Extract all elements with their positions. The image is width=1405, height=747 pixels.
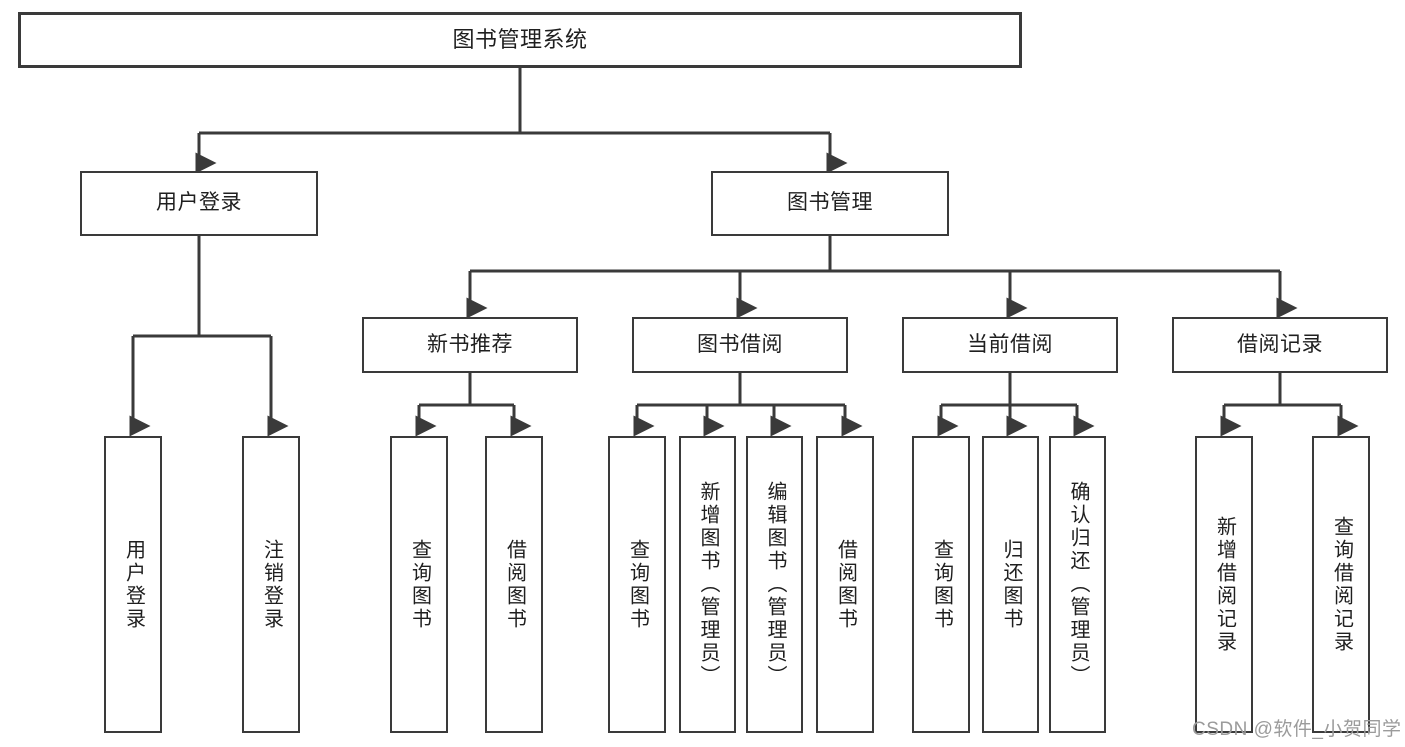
node-label: 用户登录 [122, 538, 145, 631]
node-label: 借阅记录 [1237, 332, 1323, 356]
node-label: 归还图书 [1000, 538, 1022, 631]
node-leaf-borrow-book[interactable]: 借阅图书 [816, 436, 874, 733]
node-borrow-record[interactable]: 借阅记录 [1172, 317, 1388, 373]
node-leaf-query-borrow-record[interactable]: 查询借阅记录 [1312, 436, 1370, 733]
node-leaf-user-login[interactable]: 用户登录 [104, 436, 162, 733]
node-leaf-query-book-borrow[interactable]: 查询图书 [608, 436, 666, 733]
node-label: 借阅图书 [503, 538, 526, 631]
node-label: 图书借阅 [697, 332, 783, 356]
node-user-login[interactable]: 用户登录 [80, 171, 318, 236]
node-root-book-management-system[interactable]: 图书管理系统 [18, 12, 1022, 68]
node-label: 新增图书（管理员） [697, 481, 719, 688]
node-leaf-edit-book-admin[interactable]: 编辑图书（管理员） [746, 436, 803, 733]
node-label: 用户登录 [156, 191, 242, 215]
node-label: 当前借阅 [967, 332, 1053, 356]
node-label: 编辑图书（管理员） [764, 481, 786, 688]
node-label: 图书管理 [787, 191, 873, 215]
node-label: 确认归还（管理员） [1067, 481, 1089, 688]
node-label: 查询图书 [930, 538, 953, 631]
node-leaf-return-book[interactable]: 归还图书 [982, 436, 1039, 733]
node-book-borrow[interactable]: 图书借阅 [632, 317, 848, 373]
node-leaf-borrow-book-recommend[interactable]: 借阅图书 [485, 436, 543, 733]
node-label: 新增借阅记录 [1213, 515, 1236, 654]
node-leaf-add-borrow-record[interactable]: 新增借阅记录 [1195, 436, 1253, 733]
node-label: 查询图书 [408, 538, 431, 631]
node-label: 新书推荐 [427, 332, 513, 356]
node-leaf-query-book-current[interactable]: 查询图书 [912, 436, 970, 733]
node-label: 图书管理系统 [452, 27, 588, 53]
node-leaf-confirm-return-admin[interactable]: 确认归还（管理员） [1049, 436, 1106, 733]
node-current-borrow[interactable]: 当前借阅 [902, 317, 1118, 373]
node-label: 查询借阅记录 [1330, 515, 1353, 654]
node-label: 借阅图书 [834, 538, 857, 631]
node-book-management[interactable]: 图书管理 [711, 171, 949, 236]
node-leaf-query-book-recommend[interactable]: 查询图书 [390, 436, 448, 733]
node-label: 注销登录 [260, 538, 283, 631]
node-leaf-add-book-admin[interactable]: 新增图书（管理员） [679, 436, 736, 733]
node-label: 查询图书 [626, 538, 649, 631]
node-leaf-user-logout[interactable]: 注销登录 [242, 436, 300, 733]
node-new-book-recommend[interactable]: 新书推荐 [362, 317, 578, 373]
